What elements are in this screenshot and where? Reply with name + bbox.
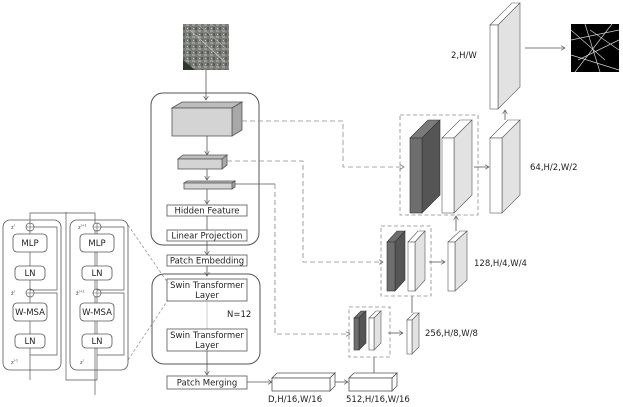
patch-merging-box: Patch Merging <box>166 375 248 390</box>
block-512-h16-w16 <box>348 372 398 392</box>
light-feature-128 <box>407 230 426 292</box>
svg-text:LN: LN <box>24 269 35 279</box>
patch-embedding-label: Patch Embedding <box>170 257 244 267</box>
feature-block-small <box>182 180 237 190</box>
repeat-count-label: N=12 <box>227 310 251 320</box>
mlp-box: MLP <box>12 233 48 253</box>
svg-text:ẑl: ẑl <box>11 290 15 298</box>
skip-connection-128 <box>227 160 383 262</box>
dark-feature-128 <box>386 230 406 292</box>
feature-block-medium <box>176 154 229 170</box>
svg-text:LN: LN <box>91 269 102 279</box>
dim-label-64: 64,H/2,W/2 <box>530 163 578 173</box>
svg-text:zl: zl <box>80 359 84 367</box>
svg-text:Swin Transformer: Swin Transformer <box>170 331 244 341</box>
svg-text:zl-1: zl-1 <box>11 359 18 367</box>
w-msa-box: W-MSA <box>12 302 48 322</box>
svg-text:W-MSA: W-MSA <box>82 308 112 318</box>
block-256-h8-w8 <box>406 312 420 355</box>
svg-text:W-MSA: W-MSA <box>15 308 45 318</box>
light-feature-64 <box>441 119 473 214</box>
dim-label-256: 256,H/8,W/8 <box>425 329 478 339</box>
ln-box-bottom: LN <box>81 333 113 349</box>
block-128-h4-w4 <box>447 230 468 292</box>
svg-text:Layer: Layer <box>195 341 219 351</box>
w-msa-box: W-MSA <box>79 302 115 322</box>
svg-text:Swin Transformer: Swin Transformer <box>170 281 244 291</box>
svg-text:MLP: MLP <box>88 239 105 249</box>
light-feature-256 <box>368 310 382 351</box>
svg-text:LN: LN <box>24 337 35 347</box>
mlp-box: MLP <box>79 233 115 253</box>
svg-text:zl+1: zl+1 <box>78 224 87 232</box>
ln-box-top: LN <box>81 265 113 281</box>
dim-label-512: 512,H/16,W/16 <box>346 395 410 405</box>
ln-box-bottom: LN <box>14 333 46 349</box>
block-2-h-w <box>489 2 521 110</box>
input-satellite-image <box>183 24 229 70</box>
swin-transformer-layer-1: Swin Transformer Layer <box>166 278 248 302</box>
ln-box-top: LN <box>14 265 46 281</box>
patch-embedding-box: Patch Embedding <box>166 254 248 267</box>
hidden-feature-label: Hidden Feature <box>175 207 240 217</box>
superscript-label: l <box>14 290 15 294</box>
dim-label-128: 128,H/4,W/4 <box>474 259 527 269</box>
svg-text:LN: LN <box>91 337 102 347</box>
swin-block-detail-left: MLP LN W-MSA LN zl ẑl zl-1 <box>2 212 96 395</box>
skip-connection-64 <box>242 120 404 167</box>
superscript-label: l <box>14 224 15 228</box>
superscript-label: l-1 <box>14 359 18 363</box>
hidden-feature-box: Hidden Feature <box>166 204 248 217</box>
swin-transformer-layer-2: Swin Transformer Layer <box>166 328 248 352</box>
superscript-label: l <box>83 359 84 363</box>
superscript-label: l+1 <box>81 224 87 228</box>
linear-projection-box: Linear Projection <box>166 229 248 242</box>
output-road-map <box>570 23 620 73</box>
dim-label-d: D,H/16,W/16 <box>268 395 322 405</box>
swin-stage-container <box>151 273 261 365</box>
dim-label-2: 2,H/W <box>451 51 477 61</box>
swin-block-detail-right: MLP LN W-MSA LN zl+1 ẑl+1 zl <box>65 212 129 381</box>
svg-text:Layer: Layer <box>195 291 219 301</box>
dark-feature-64 <box>409 119 441 214</box>
block-64-h2-w2 <box>489 119 521 214</box>
dark-feature-256 <box>353 310 367 351</box>
block-d-h16-w16 <box>271 372 336 392</box>
skip-connection-256 <box>274 184 350 334</box>
superscript-label: l+1 <box>79 290 85 294</box>
svg-text:ẑl+1: ẑl+1 <box>76 290 85 298</box>
svg-text:zl: zl <box>11 224 15 232</box>
patch-merging-label: Patch Merging <box>177 379 238 389</box>
linear-projection-label: Linear Projection <box>171 232 242 242</box>
encoder-feature-container <box>150 92 260 246</box>
svg-text:MLP: MLP <box>21 239 38 249</box>
feature-block-large <box>170 101 244 137</box>
